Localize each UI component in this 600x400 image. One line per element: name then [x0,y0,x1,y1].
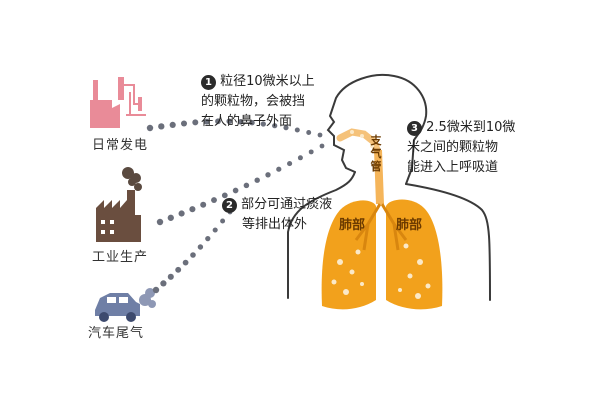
particle-dot [237,119,244,125]
badge-2: 2 [222,198,237,213]
particle-dot [190,252,196,258]
particle-dot [243,182,250,189]
badge-1: 1 [201,75,216,90]
particle-dot [189,206,196,213]
trail-vehicle-to-nose [152,209,233,294]
particle-dot [175,266,182,273]
trail-industry-to-nose [156,143,325,226]
note-3: 3 2.5微米到10微 米之间的颗粒物 能进入上呼吸道 [407,118,537,178]
note-1-line-1: 粒径10微米以上 [220,74,315,89]
right-lung-label: 肺部 [396,218,423,233]
factory-icon [96,167,142,242]
particle-dot [272,123,278,129]
particle-dot [156,218,164,226]
particle-dot [205,235,211,242]
particle-dot [317,132,323,138]
particle-dot [197,244,204,250]
trachea [374,150,384,204]
particle-dot [180,120,188,127]
note-2: 2 部分可通过痰液 等排出体外 [222,195,342,235]
particle-dot [276,166,282,172]
car-exhaust-icon [95,288,156,322]
particle-dot [152,286,160,294]
particle-dot [215,118,221,125]
particle-dot [146,124,154,132]
trail-power-to-nose [146,118,323,138]
torso-outline-right [405,183,491,301]
particle-dot [308,149,314,155]
particle-dot [212,227,218,233]
particle-dot [211,197,217,204]
particle-dot [232,187,239,194]
particle-dot [260,121,266,127]
particle-dot [167,214,174,221]
nasal-airway [336,128,382,156]
particle-dot [203,118,210,125]
particle-dot [254,177,260,183]
bronchi [354,203,408,251]
particle-dot [220,218,226,224]
right-lung [386,199,443,310]
label-vehicle-exhaust: 汽车尾气 [88,326,145,341]
lung-particles [331,130,431,299]
particle-dot [182,259,189,266]
particle-dot [167,273,174,280]
bronchus-char-2: 气 [370,147,382,160]
particle-dot [297,155,303,161]
note-3-line-2: 米之间的颗粒物 [407,140,499,155]
bronchus-char-3: 管 [370,160,382,173]
note-2-line-1: 部分可通过痰液 [241,197,333,212]
torso-outline [287,171,356,299]
particle-dot [160,280,167,287]
note-3-line-1: 2.5微米到10微 [426,120,516,135]
label-power-generation: 日常发电 [92,138,149,153]
particle-dot [283,125,289,131]
label-industrial-production: 工业生产 [92,250,149,265]
particle-dot [226,118,233,125]
particle-dot-paths [146,118,325,294]
particle-dot [169,121,176,128]
badge-3: 3 [407,121,422,136]
particle-dot [221,192,228,199]
note-1-line-3: 在人的鼻子外面 [201,114,293,129]
note-2-line-2: 等排出体外 [242,217,308,232]
particle-dot [294,127,300,133]
note-3-line-3: 能进入上呼吸道 [407,160,499,175]
particle-dot [192,119,199,126]
bronchus-label: 支 气 管 [370,134,382,173]
note-1-line-2: 的颗粒物，会被挡 [201,94,306,109]
left-lung-label: 肺部 [339,218,366,233]
particle-dot [178,210,185,217]
particle-dot [319,143,325,149]
particle-dot [306,130,312,135]
power-plant-icon [90,77,146,128]
particle-dot [200,201,207,208]
particle-dot [265,172,271,178]
particle-dot [287,161,293,167]
particle-dot [249,119,255,126]
bronchus-char-1: 支 [370,134,382,147]
particle-dot [158,123,165,130]
note-1: 1 粒径10微米以上 的颗粒物，会被挡 在人的鼻子外面 [201,72,341,132]
